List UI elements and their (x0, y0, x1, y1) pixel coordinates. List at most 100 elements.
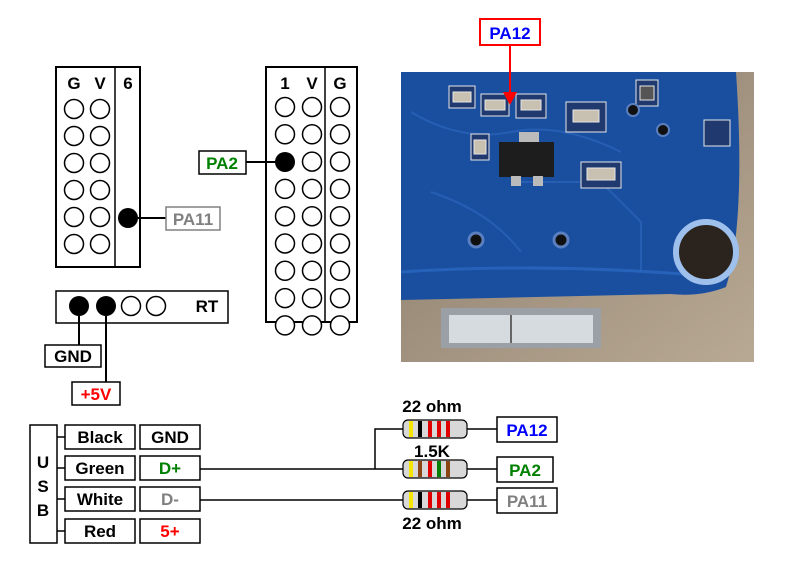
right-header-pin-hole (301, 315, 323, 336)
left-header-col-v: V (94, 74, 106, 93)
r3-value-label: 22 ohm (402, 514, 462, 533)
left-header-col-6: 6 (123, 74, 132, 93)
usb-wire-color-label: Green (75, 459, 124, 478)
pa12-callout-label: PA12 (489, 24, 530, 43)
right-header-pin-hole (274, 96, 296, 118)
usb-letter-b: B (37, 501, 49, 520)
left-header-pin-hole (63, 233, 85, 255)
usb-signal-label: D+ (159, 459, 181, 478)
right-header-pin-hole (301, 178, 323, 200)
usb-box (29, 424, 58, 544)
right-header-pa2-pin (275, 152, 295, 172)
regulator-chip (499, 142, 554, 177)
right-header-pin-hole (301, 96, 323, 118)
right-header-pin-hole (329, 178, 351, 200)
right-header-pin-hole (301, 151, 323, 172)
left-header-pin-hole (89, 206, 111, 228)
rt-pin-3 (120, 295, 142, 317)
resistor-r3 (402, 490, 468, 510)
resistor-network: 22 ohm 1.5K 22 ohm (200, 397, 558, 533)
r1-target-label: PA12 (506, 421, 547, 440)
right-header-pin-hole (274, 287, 296, 309)
right-header-pin-hole (301, 287, 323, 309)
gnd-label: GND (54, 347, 92, 366)
gnd-label-box (44, 344, 102, 368)
r2-target-label: PA2 (509, 461, 541, 480)
plus5v-label-box (71, 381, 121, 406)
r3-target-box (496, 487, 558, 514)
left-header-pin-hole (89, 179, 111, 201)
right-header-pin-hole (274, 124, 296, 145)
r1-value-label: 22 ohm (402, 397, 462, 416)
usb-signal-box (139, 518, 201, 544)
usb-wire-box (64, 486, 136, 512)
plus5v-label: +5V (81, 385, 112, 404)
left-header-pin-hole (89, 152, 111, 174)
pa2-label-box (198, 150, 247, 175)
right-header-col-v: V (306, 74, 318, 93)
rt-label: RT (196, 297, 219, 316)
usb-signal-box (139, 486, 201, 512)
usb-signal-box (139, 455, 201, 481)
rt-pin-4 (145, 295, 167, 317)
left-header-pin-holes (63, 98, 111, 255)
usb-wire-color-label: Black (77, 428, 123, 447)
right-header-pin-hole (329, 315, 351, 336)
right-header-pin-hole (274, 205, 296, 227)
right-header-pin-hole (301, 233, 323, 254)
right-header-pin-hole (329, 287, 351, 309)
left-pin-header: G V 6 PA11 (55, 66, 221, 268)
right-header-pin-holes (274, 96, 351, 336)
r1-target-box (496, 416, 558, 443)
left-header-pin-hole (89, 233, 111, 255)
rt-gnd-pin (69, 296, 89, 316)
usb-wire-box (64, 455, 136, 481)
rt-vcc-pin (96, 296, 116, 316)
mounting-hole (673, 219, 739, 285)
pa11-label-box (165, 206, 221, 231)
pcb-photo (401, 72, 754, 362)
r2-target-box (496, 456, 554, 483)
usb-wire-color-label: Red (84, 522, 116, 541)
pa12-callout-box (479, 18, 541, 46)
right-header-pin-hole (329, 205, 351, 227)
resistor-r1 (402, 419, 468, 439)
usb-letter-s: S (37, 477, 48, 496)
r2-value-label: 1.5K (414, 442, 451, 461)
usb-signal-label: GND (151, 428, 189, 447)
pa12-callout: PA12 (479, 18, 541, 46)
right-header-pin-hole (274, 315, 296, 336)
right-header-pin-hole (329, 96, 351, 118)
right-header-pin-hole (274, 178, 296, 200)
left-header-pin-hole (89, 125, 111, 147)
right-header-pin-hole (274, 260, 296, 282)
left-header-pin-hole (89, 98, 111, 120)
r3-target-label: PA11 (507, 492, 547, 511)
right-header-pin-hole (329, 124, 351, 145)
left-header-pin-hole (63, 179, 85, 201)
right-header-pin-hole (329, 233, 351, 254)
smd-component (448, 79, 731, 189)
usb-signal-label: D- (161, 490, 179, 509)
right-header-pin-hole (329, 151, 351, 172)
right-pin-header: 1 V G PA2 (198, 66, 358, 336)
right-header-pin-hole (301, 205, 323, 227)
usb-wire-color-label: White (77, 490, 123, 509)
right-header-pin-hole (274, 233, 296, 254)
usb-signal-box (139, 424, 201, 450)
left-header-pin-hole (63, 125, 85, 147)
usb-wire-box (64, 518, 136, 544)
right-header-pin-hole (301, 260, 323, 282)
rt-header: RT GND +5V (44, 290, 229, 406)
usb-letter-u: U (37, 453, 49, 472)
usb-wire-box (64, 424, 136, 450)
right-header-pin-hole (301, 124, 323, 145)
left-header-pa11-pin (118, 208, 138, 228)
resistor-r2 (402, 459, 468, 479)
left-header-pin-hole (63, 206, 85, 228)
pa11-label: PA11 (173, 210, 213, 229)
right-header-col-1: 1 (280, 74, 289, 93)
left-header-pin-hole (63, 152, 85, 174)
